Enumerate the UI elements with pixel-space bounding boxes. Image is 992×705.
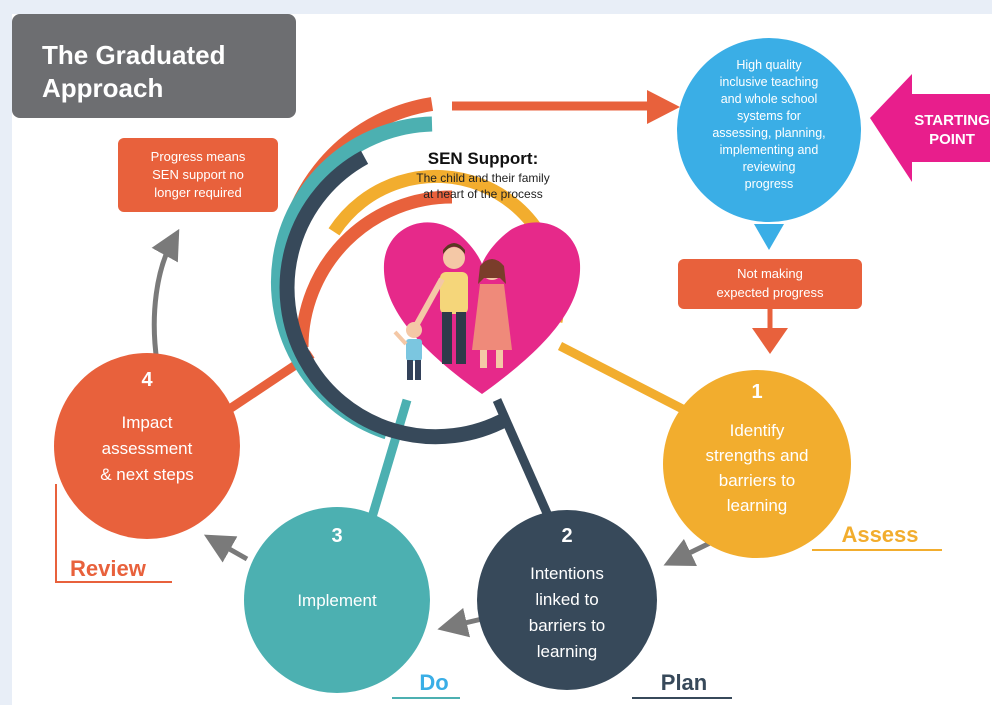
not-making-progress-line-1: Not making [737,266,803,281]
title-background [12,14,296,118]
center-heading: SEN Support: [428,149,539,168]
starting-point-arrow-icon [870,74,990,182]
title-line-1: The Graduated [42,40,225,70]
step-1-number: 1 [751,381,762,403]
progress-means-line-2: SEN support no [152,167,244,182]
step-2-number: 2 [561,525,572,547]
quality-teaching-line-2: inclusive teaching [720,75,819,89]
arc-dark [279,150,511,445]
arrow-assess-to-plan-icon [663,538,714,566]
step-1-line-1: Identify [730,421,785,440]
not-making-progress-line-2: expected progress [717,285,824,300]
step-2-line-1: Intentions [530,564,604,583]
arrow-review-to-progress-icon [151,228,180,363]
step-1-line-2: strengths and [705,446,808,465]
step-2-line-3: barriers to [529,616,606,635]
starting-point-line-1: STARTING [914,112,990,129]
child-figure-icon [393,322,422,380]
progress-means-box: Progress means SEN support no longer req… [118,138,278,212]
step-4-stage-label: Review [70,556,147,581]
spoke-step-1 [557,341,705,424]
step-1-stage-label: Assess [841,522,918,547]
step-2-line-4: learning [537,642,598,661]
progress-means-line-1: Progress means [151,149,246,164]
step-2-stage-label: Plan [661,670,707,695]
family-heart-illustration [383,222,581,394]
father-figure-icon [414,243,468,364]
quality-teaching-line-5: assessing, planning, [712,126,825,140]
quality-teaching-circle [677,38,861,222]
center-subtitle-2: at heart of the process [423,187,542,201]
quality-teaching-line-7: reviewing [743,160,796,174]
mother-figure-icon [472,259,512,368]
graduated-approach-diagram: The Graduated Approach SEN Support: The … [12,14,990,699]
quality-teaching-line-1: High quality [736,58,802,72]
progress-means-background [118,138,278,212]
step-4-review: 4 Impact assessment & next steps Review [54,353,240,583]
step-3-circle [244,507,430,693]
not-making-progress-background [678,259,862,309]
step-4-line-1: Impact [121,413,172,432]
step-2-plan: 2 Intentions linked to barriers to learn… [477,510,732,699]
quality-teaching-line-4: systems for [737,109,801,123]
connector-lines [219,341,705,538]
step-4-line-3: & next steps [100,465,194,484]
quality-teaching-line-6: implementing and [720,143,819,157]
step-4-number: 4 [141,369,153,391]
step-3-number: 3 [331,525,342,547]
title-line-2: Approach [42,73,163,103]
step-1-circle [663,370,851,558]
center-subtitle-1: The child and their family [416,171,549,185]
progress-means-line-3: longer required [154,185,241,200]
starting-point-marker: STARTING POINT [870,74,990,182]
step-3-line-1: Implement [297,591,377,610]
center-text: SEN Support: The child and their family … [416,149,549,201]
step-4-stage-underline [55,484,172,583]
step-1-line-4: learning [727,496,788,515]
quality-teaching-node: High quality inclusive teaching and whol… [677,38,861,250]
step-3-do: 3 Implement Do [244,507,460,699]
quality-teaching-line-3: and whole school [721,92,818,106]
cycle-arrows [151,228,714,638]
arrow-plan-to-do-icon [437,607,483,638]
arrow-down-blue-icon [754,224,784,250]
not-making-progress-box: Not making expected progress [678,259,862,354]
step-2-line-2: linked to [535,590,598,609]
diagram-canvas: The Graduated Approach SEN Support: The … [12,14,992,705]
step-3-stage-label: Do [419,670,448,695]
title-box: The Graduated Approach [12,14,296,118]
spoke-step-3 [362,398,412,536]
step-4-line-2: assessment [102,439,193,458]
step-2-circle [477,510,657,690]
arrow-to-top-circle [647,90,680,124]
starting-point-line-2: POINT [929,131,975,148]
quality-teaching-line-8: progress [745,177,794,191]
central-arcs [270,90,680,445]
step-1-line-3: barriers to [719,471,796,490]
step-1-assess: 1 Identify strengths and barriers to lea… [663,370,942,558]
arrow-do-to-review-icon [203,534,249,563]
arrow-down-orange-icon [752,328,788,354]
arc-orange [295,190,453,348]
step-4-circle [54,353,240,539]
